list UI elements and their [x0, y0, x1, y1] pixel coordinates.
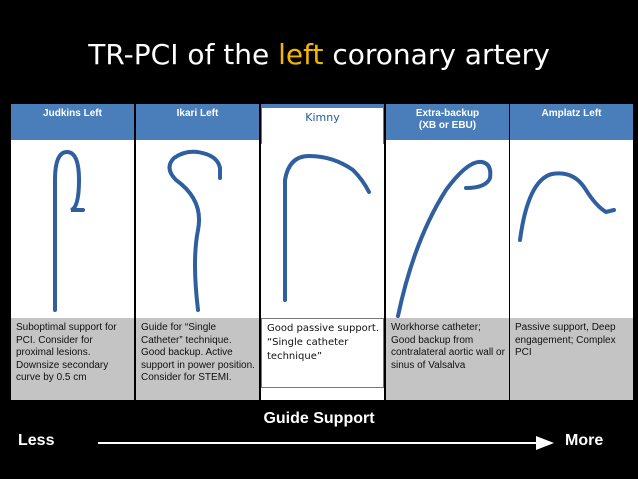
catheter-name-text: Amplatz Left — [541, 108, 602, 119]
extra-backup-catheter-icon — [396, 159, 493, 318]
guide-support-label: Guide Support — [263, 410, 375, 427]
catheter-panel-ikari-left: Ikari Left Guide for “Single Catheter” t… — [136, 104, 259, 400]
catheter-description: Passive support, Deep engagement; Comple… — [510, 318, 633, 400]
catheter-panel-judkins-left: Judkins Left Suboptimal support for PCI.… — [11, 104, 134, 400]
support-arrow-icon — [98, 436, 554, 450]
catheter-panel-kimny: Kimny Good passive support. “Single cath… — [261, 104, 384, 400]
catheter-name-text: Judkins Left — [43, 108, 102, 119]
catheter-name-text: Kimny — [305, 111, 340, 124]
catheter-description: Suboptimal support for PCI. Consider for… — [11, 318, 134, 400]
catheter-name-text: Ikari Left — [176, 108, 219, 119]
catheter-name-text: Extra-backup — [415, 108, 480, 119]
catheter-description: Good passive support. “Single catheter t… — [261, 318, 384, 388]
less-label: Less — [18, 432, 55, 449]
judkins-left-catheter-icon — [53, 149, 85, 312]
ikari-left-catheter-icon — [167, 149, 222, 312]
catheter-description: Guide for “Single Catheter” technique. G… — [136, 318, 259, 400]
more-label: More — [565, 432, 604, 449]
catheter-name: Kimny — [261, 104, 384, 144]
catheter-name: Amplatz Left — [510, 104, 633, 140]
catheter-panel-extra-backup: Extra-backup(XB or EBU) Workhorse cathet… — [386, 104, 509, 400]
catheter-name: Ikari Left — [136, 104, 259, 140]
catheter-panel-amplatz-left: Amplatz Left Passive support, Deep engag… — [510, 104, 633, 400]
title-highlight: left — [278, 38, 324, 71]
title-text-start: TR-PCI of the — [88, 38, 279, 71]
slide-title: TR-PCI of the left coronary artery — [0, 38, 638, 71]
kimny-catheter-icon — [283, 153, 371, 302]
catheter-name-subtext: (XB or EBU) — [418, 120, 477, 131]
catheter-name: Judkins Left — [11, 104, 134, 140]
title-text-end: coronary artery — [323, 38, 550, 71]
amplatz-left-catheter-icon — [518, 171, 616, 242]
catheter-description: Workhorse catheter; Good backup from con… — [386, 318, 509, 400]
catheter-name: Extra-backup(XB or EBU) — [386, 104, 509, 140]
